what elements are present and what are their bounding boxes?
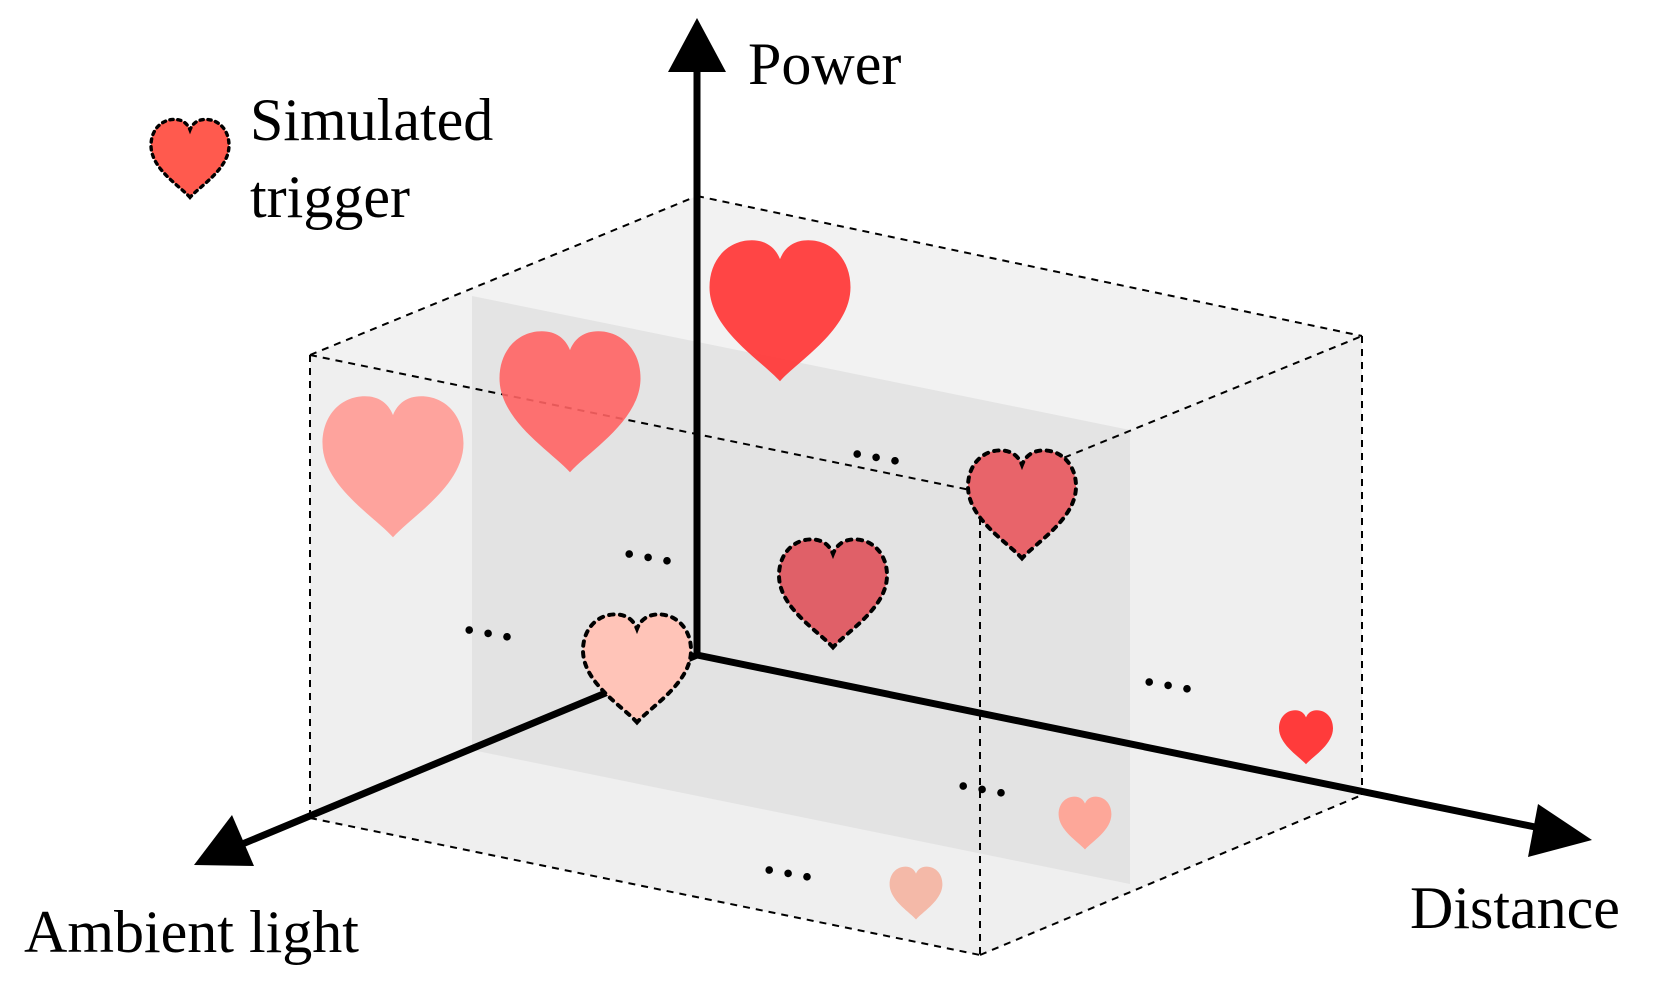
ellipsis-mark: • • • bbox=[955, 767, 1010, 811]
power-axis-arrowhead bbox=[668, 18, 726, 72]
ambient-light-axis-label: Ambient light bbox=[24, 899, 359, 965]
ellipsis-mark: • • • bbox=[621, 535, 676, 579]
legend-label-line1: Simulated bbox=[250, 87, 493, 153]
ambient-light-axis-arrowhead bbox=[194, 815, 254, 866]
distance-axis-label: Distance bbox=[1410, 875, 1620, 941]
distance-axis-line bbox=[696, 651, 1541, 832]
ellipsis-mark: • • • bbox=[761, 851, 816, 895]
ellipsis-mark: • • • bbox=[461, 611, 516, 655]
distance-axis-arrowhead bbox=[1528, 804, 1592, 857]
power-axis-label: Power bbox=[748, 31, 901, 97]
ellipses: • • • • • • • • • • • • • • • • • • bbox=[461, 435, 1196, 895]
legend: Simulated trigger bbox=[149, 87, 493, 230]
ellipsis-mark: • • • bbox=[1141, 663, 1196, 707]
legend-heart-icon bbox=[149, 117, 231, 200]
ellipsis-mark: • • • bbox=[849, 435, 904, 479]
box-back-face bbox=[310, 196, 1362, 492]
legend-label-line2: trigger bbox=[250, 164, 410, 230]
